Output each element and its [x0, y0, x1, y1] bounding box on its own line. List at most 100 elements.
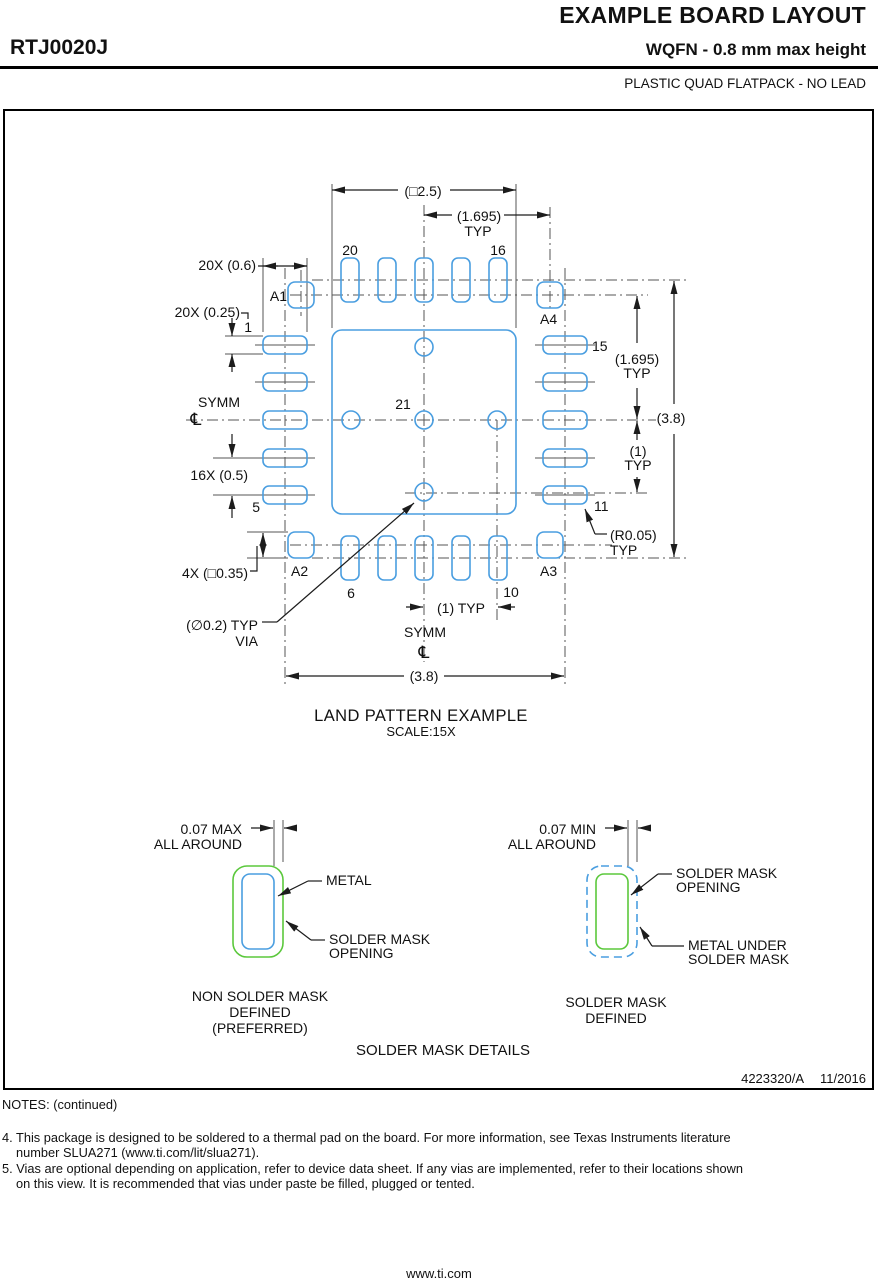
notes-section: NOTES: (continued) 4. This package is de…: [2, 1097, 842, 1192]
smd-dim-line2: ALL AROUND: [508, 836, 596, 852]
doc-date: 11/2016: [820, 1071, 866, 1086]
pad-pin-18: [414, 257, 434, 303]
header-rule: [0, 66, 878, 69]
nsmd-opening-line2: OPENING: [329, 945, 394, 961]
dim-total-bottom: (3.8): [410, 668, 439, 684]
nsmd-opening-line1: SOLDER MASK: [329, 931, 431, 947]
nsmd-solder-mask-opening-shape: [232, 865, 284, 958]
note-4-line1: This package is designed to be soldered …: [16, 1129, 731, 1145]
smd-metal-line2: SOLDER MASK: [688, 951, 790, 967]
smd-solder-mask-opening-shape: [595, 873, 629, 950]
pin-label-5: 5: [252, 499, 260, 515]
pin-label-6: 6: [347, 585, 355, 601]
notes-heading: NOTES: (continued): [2, 1097, 118, 1112]
nsmd-caption-line1: NON SOLDER MASK: [192, 988, 329, 1004]
pad-pin-12: [542, 448, 588, 468]
nsmd-detail: 0.07 MAX ALL AROUND METAL SOLDER MASK OP…: [154, 821, 431, 1036]
land-pattern-labels: (□2.5) (1.695) TYP 20 16 20X (0.6) 20X (…: [175, 183, 686, 739]
pad-pin-7: [377, 535, 397, 581]
note-item-5: 5. Vias are optional depending on applic…: [2, 1161, 842, 1192]
pin-label-20: 20: [342, 242, 358, 258]
dim-radius-typ: TYP: [610, 542, 637, 558]
dim-one-right: (1): [629, 443, 646, 459]
pin-label-10: 10: [503, 584, 519, 600]
via-bottom: [414, 482, 434, 502]
nsmd-metal-label: METAL: [326, 872, 372, 888]
pad-pin-16: [488, 257, 508, 303]
dim-total-right: (3.8): [657, 410, 686, 426]
centerlines: [186, 205, 686, 688]
pad-pin-13: [542, 410, 588, 430]
centerline-symbol-bottom: ℄: [418, 643, 430, 662]
nsmd-dim-line1: 0.07 MAX: [181, 821, 243, 837]
pad-pin-20: [340, 257, 360, 303]
doc-number: 4223320/A: [741, 1071, 804, 1086]
dimension-lines: [228, 186, 678, 680]
nsmd-caption-line3: (PREFERRED): [212, 1020, 308, 1036]
smd-metal-under-mask-shape: [586, 865, 638, 958]
dim-pad-height: 20X (0.25): [175, 304, 240, 320]
dim-pitch-right: (1.695): [615, 351, 659, 367]
dim-corner-pad: 4X (□0.35): [182, 565, 248, 581]
land-pads: [262, 257, 588, 581]
via-center-cross: [418, 414, 430, 426]
dim-pitch-top: (1.695): [457, 208, 501, 224]
pin-label-11: 11: [594, 498, 609, 514]
via-right: [487, 410, 507, 430]
pad-pin-17: [451, 257, 471, 303]
page-title: EXAMPLE BOARD LAYOUT: [559, 2, 866, 28]
note-5-line2: on this view. It is recommended that via…: [16, 1176, 475, 1192]
via-center: [414, 410, 434, 430]
thermal-pad-21: [331, 329, 517, 515]
dim-radius: (R0.05): [610, 527, 657, 543]
pad-pin-11: [542, 485, 588, 505]
smd-caption-line1: SOLDER MASK: [565, 994, 667, 1010]
dim-pitch-top-typ: TYP: [464, 223, 491, 239]
drawing-frame: [3, 109, 874, 1090]
pin-label-16: 16: [490, 242, 506, 258]
package-type: PLASTIC QUAD FLATPACK - NO LEAD: [624, 76, 866, 91]
dim-one-right-typ: TYP: [624, 457, 651, 473]
smd-metal-line1: METAL UNDER: [688, 937, 787, 953]
dim-pitch-right-typ: TYP: [623, 365, 650, 381]
pin-label-a1: A1: [270, 288, 287, 304]
nsmd-dim-line2: ALL AROUND: [154, 836, 242, 852]
dim-one-bottom: (1) TYP: [437, 600, 485, 616]
dim-pitch-left: 16X (0.5): [190, 467, 248, 483]
solder-mask-details-title: SOLDER MASK DETAILS: [356, 1042, 530, 1059]
via-left: [341, 410, 361, 430]
symm-left: SYMM: [198, 394, 240, 410]
extension-lines: [213, 184, 638, 866]
nsmd-caption-line2: DEFINED: [229, 1004, 290, 1020]
pad-pin-8: [414, 535, 434, 581]
dim-pad-width: 20X (0.6): [198, 257, 256, 273]
pin-label-a4: A4: [540, 311, 557, 327]
smd-opening-line2: OPENING: [676, 879, 741, 895]
pin-label-21: 21: [395, 396, 411, 412]
pad-pin-5: [262, 485, 308, 505]
symm-bottom: SYMM: [404, 624, 446, 640]
dim-top-width: (□2.5): [404, 183, 441, 199]
pad-a1: [287, 281, 315, 309]
pad-pin-3: [262, 410, 308, 430]
pin-label-15: 15: [592, 338, 608, 354]
pin-label-1: 1: [244, 319, 252, 335]
pad-a3: [536, 531, 564, 559]
nsmd-metal-shape: [241, 873, 275, 950]
note-4-label: 4.: [2, 1129, 13, 1145]
package-subtitle: WQFN - 0.8 mm max height: [645, 40, 866, 59]
pad-pin-1: [262, 335, 308, 355]
note-4-line2: number SLUA271 (www.ti.com/lit/slua271).: [16, 1145, 260, 1161]
pad-pin-2: [262, 372, 308, 392]
pad-pin-10: [488, 535, 508, 581]
pad-pin-6: [340, 535, 360, 581]
pad-a4: [536, 281, 564, 309]
footer-url: www.ti.com: [406, 1266, 472, 1281]
pad-pin-15: [542, 335, 588, 355]
pin-label-a2: A2: [291, 563, 308, 579]
note-item-4: 4. This package is designed to be solder…: [2, 1130, 842, 1161]
centerline-symbol-left: ℄: [190, 410, 202, 429]
land-pattern-title: LAND PATTERN EXAMPLE: [314, 707, 528, 725]
